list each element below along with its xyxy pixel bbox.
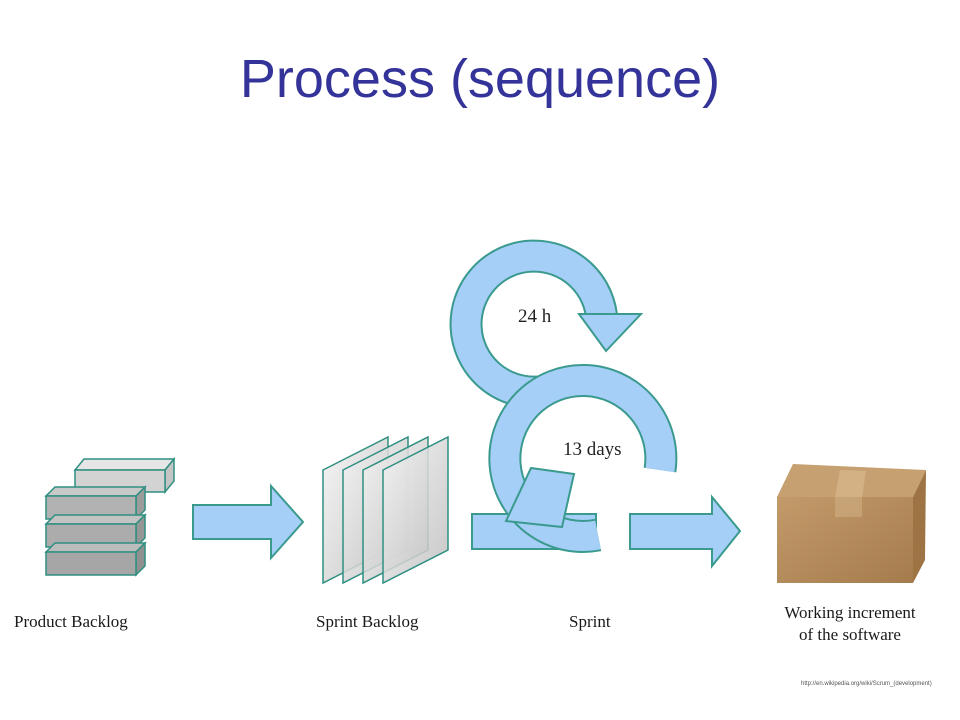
flow-arrow [192,483,305,561]
working-increment-label: Working increment of the software [762,602,938,646]
working-increment-line-2: of the software [799,625,901,644]
backlog-slab [44,541,147,577]
flow-arrow [629,494,742,569]
product-backlog-stack-icon [44,456,176,577]
working-increment-line-1: Working increment [784,603,916,622]
sprint-backlog-label: Sprint Backlog [316,612,419,631]
sprint-backlog-sheets-icon [322,435,449,585]
sprint-cycle-arrowhead [504,466,576,529]
daily-cycle-label: 24 h [518,306,552,327]
sprint-label: Sprint [569,612,611,631]
source-link: http://en.wikipedia.org/wiki/Scrum_(deve… [801,681,932,687]
sprint-cycle-label: 13 days [563,439,622,460]
daily-cycle-arrow-icon [449,239,644,409]
product-backlog-label: Product Backlog [14,612,128,631]
slide-title: Process (sequence) [239,49,721,109]
cardboard-box-icon [777,464,926,583]
backlog-slab [44,485,147,521]
backlog-slab [44,513,147,549]
